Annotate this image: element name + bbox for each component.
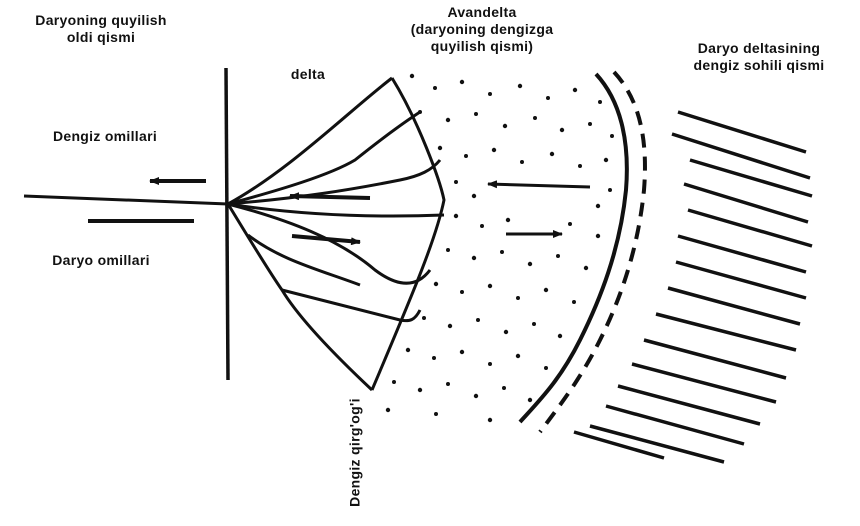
shoreline-solid xyxy=(520,74,627,422)
coastal-hatching xyxy=(574,112,812,462)
label-delta: delta xyxy=(278,66,338,83)
label-sea-shore: Dengiz qirg'og'i xyxy=(347,388,364,518)
label-delta-coastal-line1: Daryo deltasining xyxy=(664,40,854,57)
avandelta-stipple xyxy=(386,74,614,422)
label-river-mouth-front: Daryoning quyilish oldi qismi xyxy=(6,12,196,46)
label-river-mouth-front-line1: Daryoning quyilish xyxy=(6,12,196,29)
label-delta-coastal: Daryo deltasining dengiz sohili qismi xyxy=(664,40,854,74)
label-river-mouth-front-line2: oldi qismi xyxy=(6,29,196,46)
label-delta-coastal-line2: dengiz sohili qismi xyxy=(664,57,854,74)
river-channel-line xyxy=(24,196,228,204)
label-avandelta-line1: Avandelta xyxy=(372,4,592,21)
delta-arrow-left xyxy=(290,196,370,198)
delta-fan xyxy=(228,78,444,390)
river-mouth-boundary xyxy=(226,68,228,380)
delta-arrow-right xyxy=(292,236,360,242)
avandelta-arrow-left xyxy=(488,184,590,187)
label-sea-factors: Dengiz omillari xyxy=(20,128,190,145)
label-avandelta-line3: quyilish qismi) xyxy=(372,38,592,55)
label-avandelta-line2: (daryoning dengizga xyxy=(372,21,592,38)
label-river-factors: Daryo omillari xyxy=(16,252,186,269)
label-avandelta: Avandelta (daryoning dengizga quyilish q… xyxy=(372,4,592,55)
